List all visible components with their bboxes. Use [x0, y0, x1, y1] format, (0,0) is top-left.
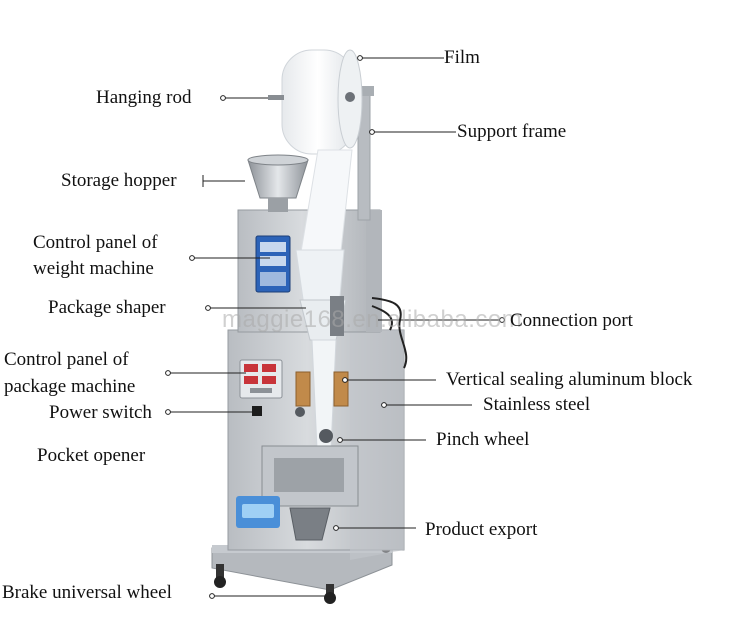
watermark: maggie168.en.alibaba.com [222, 306, 523, 333]
film-roll [281, 49, 363, 155]
vertical-sealing-block [295, 371, 349, 407]
label-product-export: Product export [425, 519, 538, 540]
label-pocket-opener: Pocket opener [37, 445, 146, 466]
label-package-shaper: Package shaper [48, 297, 166, 318]
weight-control-panel [255, 235, 291, 293]
brand-logo-sticker [236, 496, 280, 528]
pocket-opener [261, 445, 359, 507]
label-control-panel-package-l2: package machine [4, 376, 136, 397]
hanging-rod [268, 95, 284, 100]
power-switch [252, 406, 262, 416]
label-hanging-rod: Hanging rod [96, 87, 192, 108]
label-connection-port: Connection port [510, 310, 633, 331]
label-control-panel-package-l1: Control panel of [4, 349, 129, 370]
package-control-panel [239, 359, 283, 399]
product-export [289, 507, 331, 541]
package-shaper [299, 296, 347, 341]
label-storage-hopper: Storage hopper [61, 170, 177, 191]
label-film: Film [444, 47, 480, 68]
label-power-switch: Power switch [49, 402, 152, 423]
label-control-panel-weight-l1: Control panel of [33, 232, 158, 253]
label-vertical-sealing: Vertical sealing aluminum block [446, 369, 693, 390]
leader-lines [165, 55, 505, 599]
label-pinch-wheel: Pinch wheel [436, 429, 530, 450]
label-control-panel-weight-l2: weight machine [33, 258, 154, 279]
label-stainless-steel: Stainless steel [483, 394, 591, 415]
storage-hopper [247, 154, 309, 212]
pinch-wheel [295, 407, 333, 443]
label-brake-wheel: Brake universal wheel [2, 582, 172, 603]
label-support-frame: Support frame [457, 121, 567, 142]
